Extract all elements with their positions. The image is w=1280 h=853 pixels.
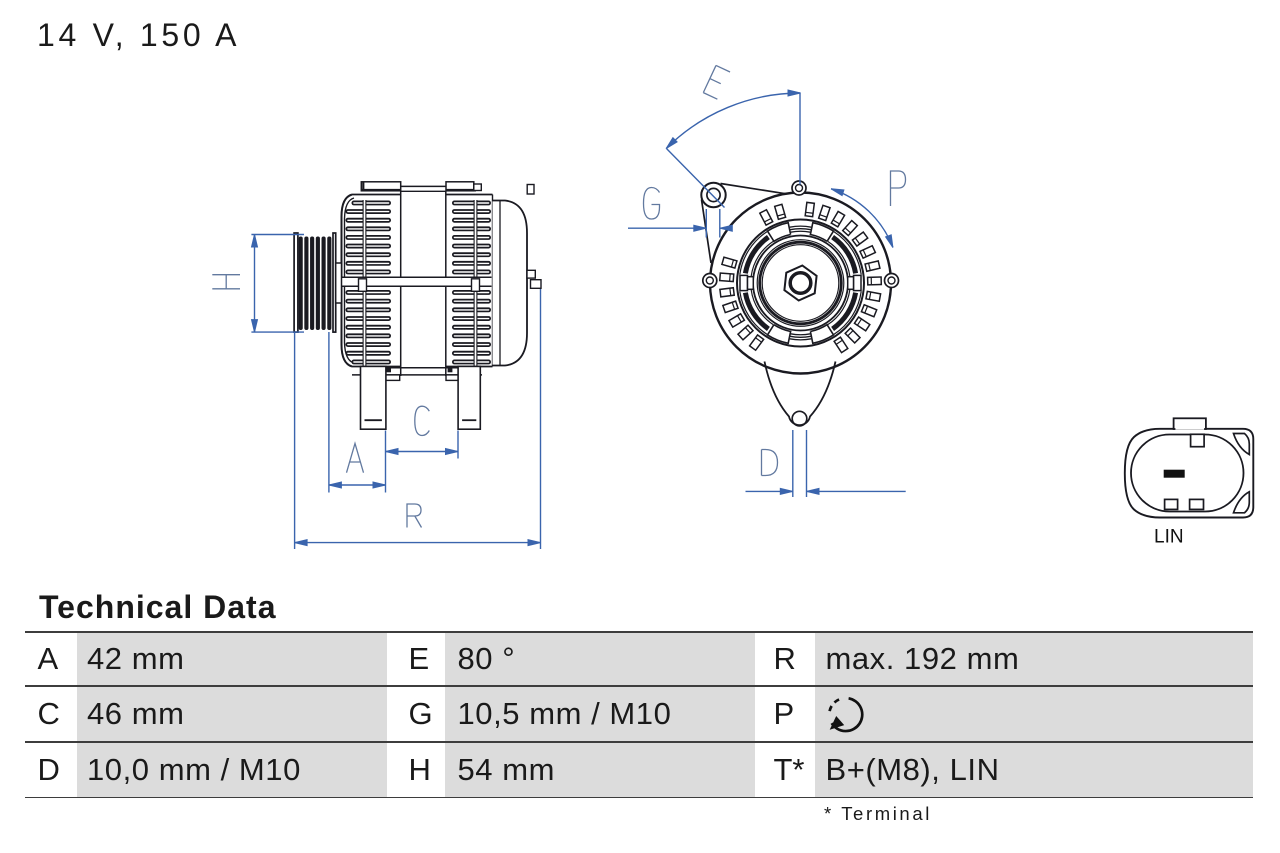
svg-text:LIN: LIN [1154,527,1184,548]
